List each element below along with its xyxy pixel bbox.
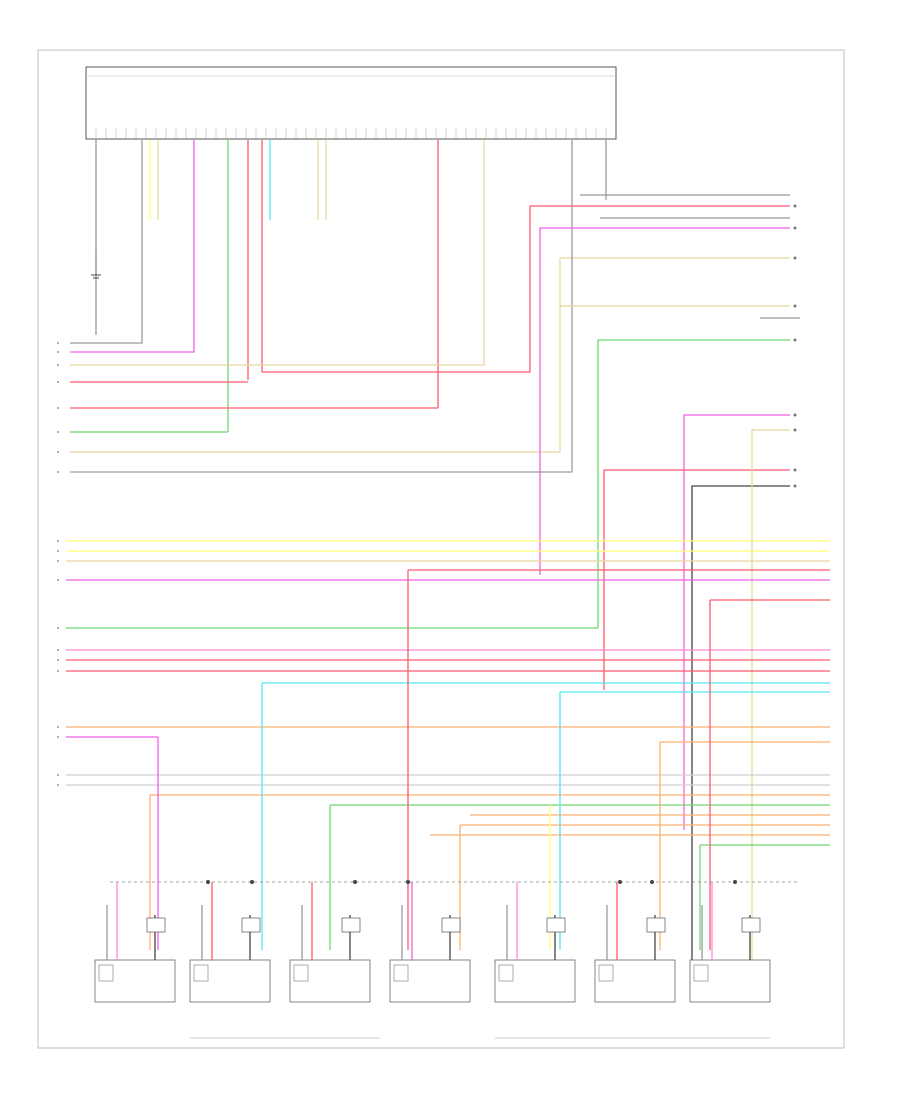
right-wire-5 (597, 339, 790, 628)
left-terminal-dot (57, 627, 59, 629)
left-terminal-dot (57, 364, 59, 366)
component-connector (741, 917, 761, 933)
left-terminal-dot (57, 784, 59, 786)
splice-dot (618, 880, 622, 884)
terminal-dot (793, 413, 797, 417)
splice-dot (206, 880, 210, 884)
component-connector (646, 917, 666, 933)
left-terminal-dot (57, 351, 59, 353)
left-terminal-dot (57, 381, 59, 383)
left-terminal-dot (57, 670, 59, 672)
component-coil (598, 964, 614, 982)
left-terminal-dot (57, 659, 59, 661)
component-coil (98, 964, 114, 982)
terminal-dot (793, 226, 797, 230)
component-connector (241, 917, 261, 933)
terminal-dot (793, 304, 797, 308)
sensor-wire-4 (751, 429, 790, 965)
left-terminal-dot (57, 774, 59, 776)
splice-dot (353, 880, 357, 884)
bus-wire-5 (262, 205, 790, 373)
left-terminal-dot (57, 451, 59, 453)
diagram-border (37, 49, 845, 1049)
terminal-dot (793, 338, 797, 342)
component-coil (293, 964, 309, 982)
left-terminal-dot (57, 540, 59, 542)
left-terminal-dot (57, 560, 59, 562)
component-connector (341, 917, 361, 933)
sensor-wire-3 (691, 485, 790, 980)
left-terminal-dot (57, 649, 59, 651)
component-coil (693, 964, 709, 982)
bus-wire-3 (70, 362, 485, 366)
component-connector (441, 917, 461, 933)
bus-wire-1 (70, 210, 143, 344)
component-connector (546, 917, 566, 933)
bus-wire-2 (70, 350, 195, 353)
component-coil (498, 964, 514, 982)
right-wire-1 (539, 227, 790, 575)
left-terminal-dot (57, 726, 59, 728)
component-connector (146, 917, 166, 933)
left-terminal-dot (57, 550, 59, 552)
terminal-dot (793, 256, 797, 260)
component-coil (193, 964, 209, 982)
splice-dot (733, 880, 737, 884)
terminal-dot (793, 468, 797, 472)
component-coil (393, 964, 409, 982)
sensor-wire-2 (603, 469, 790, 690)
terminal-dot (793, 428, 797, 432)
bus-wire-8 (70, 257, 790, 453)
left-terminal-dot (57, 431, 59, 433)
splice-dot (650, 880, 654, 884)
left-terminal-dot (57, 736, 59, 738)
splice-dot (406, 880, 410, 884)
splice-dot (250, 880, 254, 884)
sensor-wire-1 (683, 414, 790, 830)
terminal-dot (793, 484, 797, 488)
bus-wire-9 (70, 218, 573, 473)
terminal-dot (793, 204, 797, 208)
left-terminal-dot (57, 342, 59, 344)
left-terminal-dot (57, 471, 59, 473)
control-module-box (85, 66, 617, 140)
left-terminal-dot (57, 407, 59, 409)
left-terminal-dot (57, 579, 59, 581)
